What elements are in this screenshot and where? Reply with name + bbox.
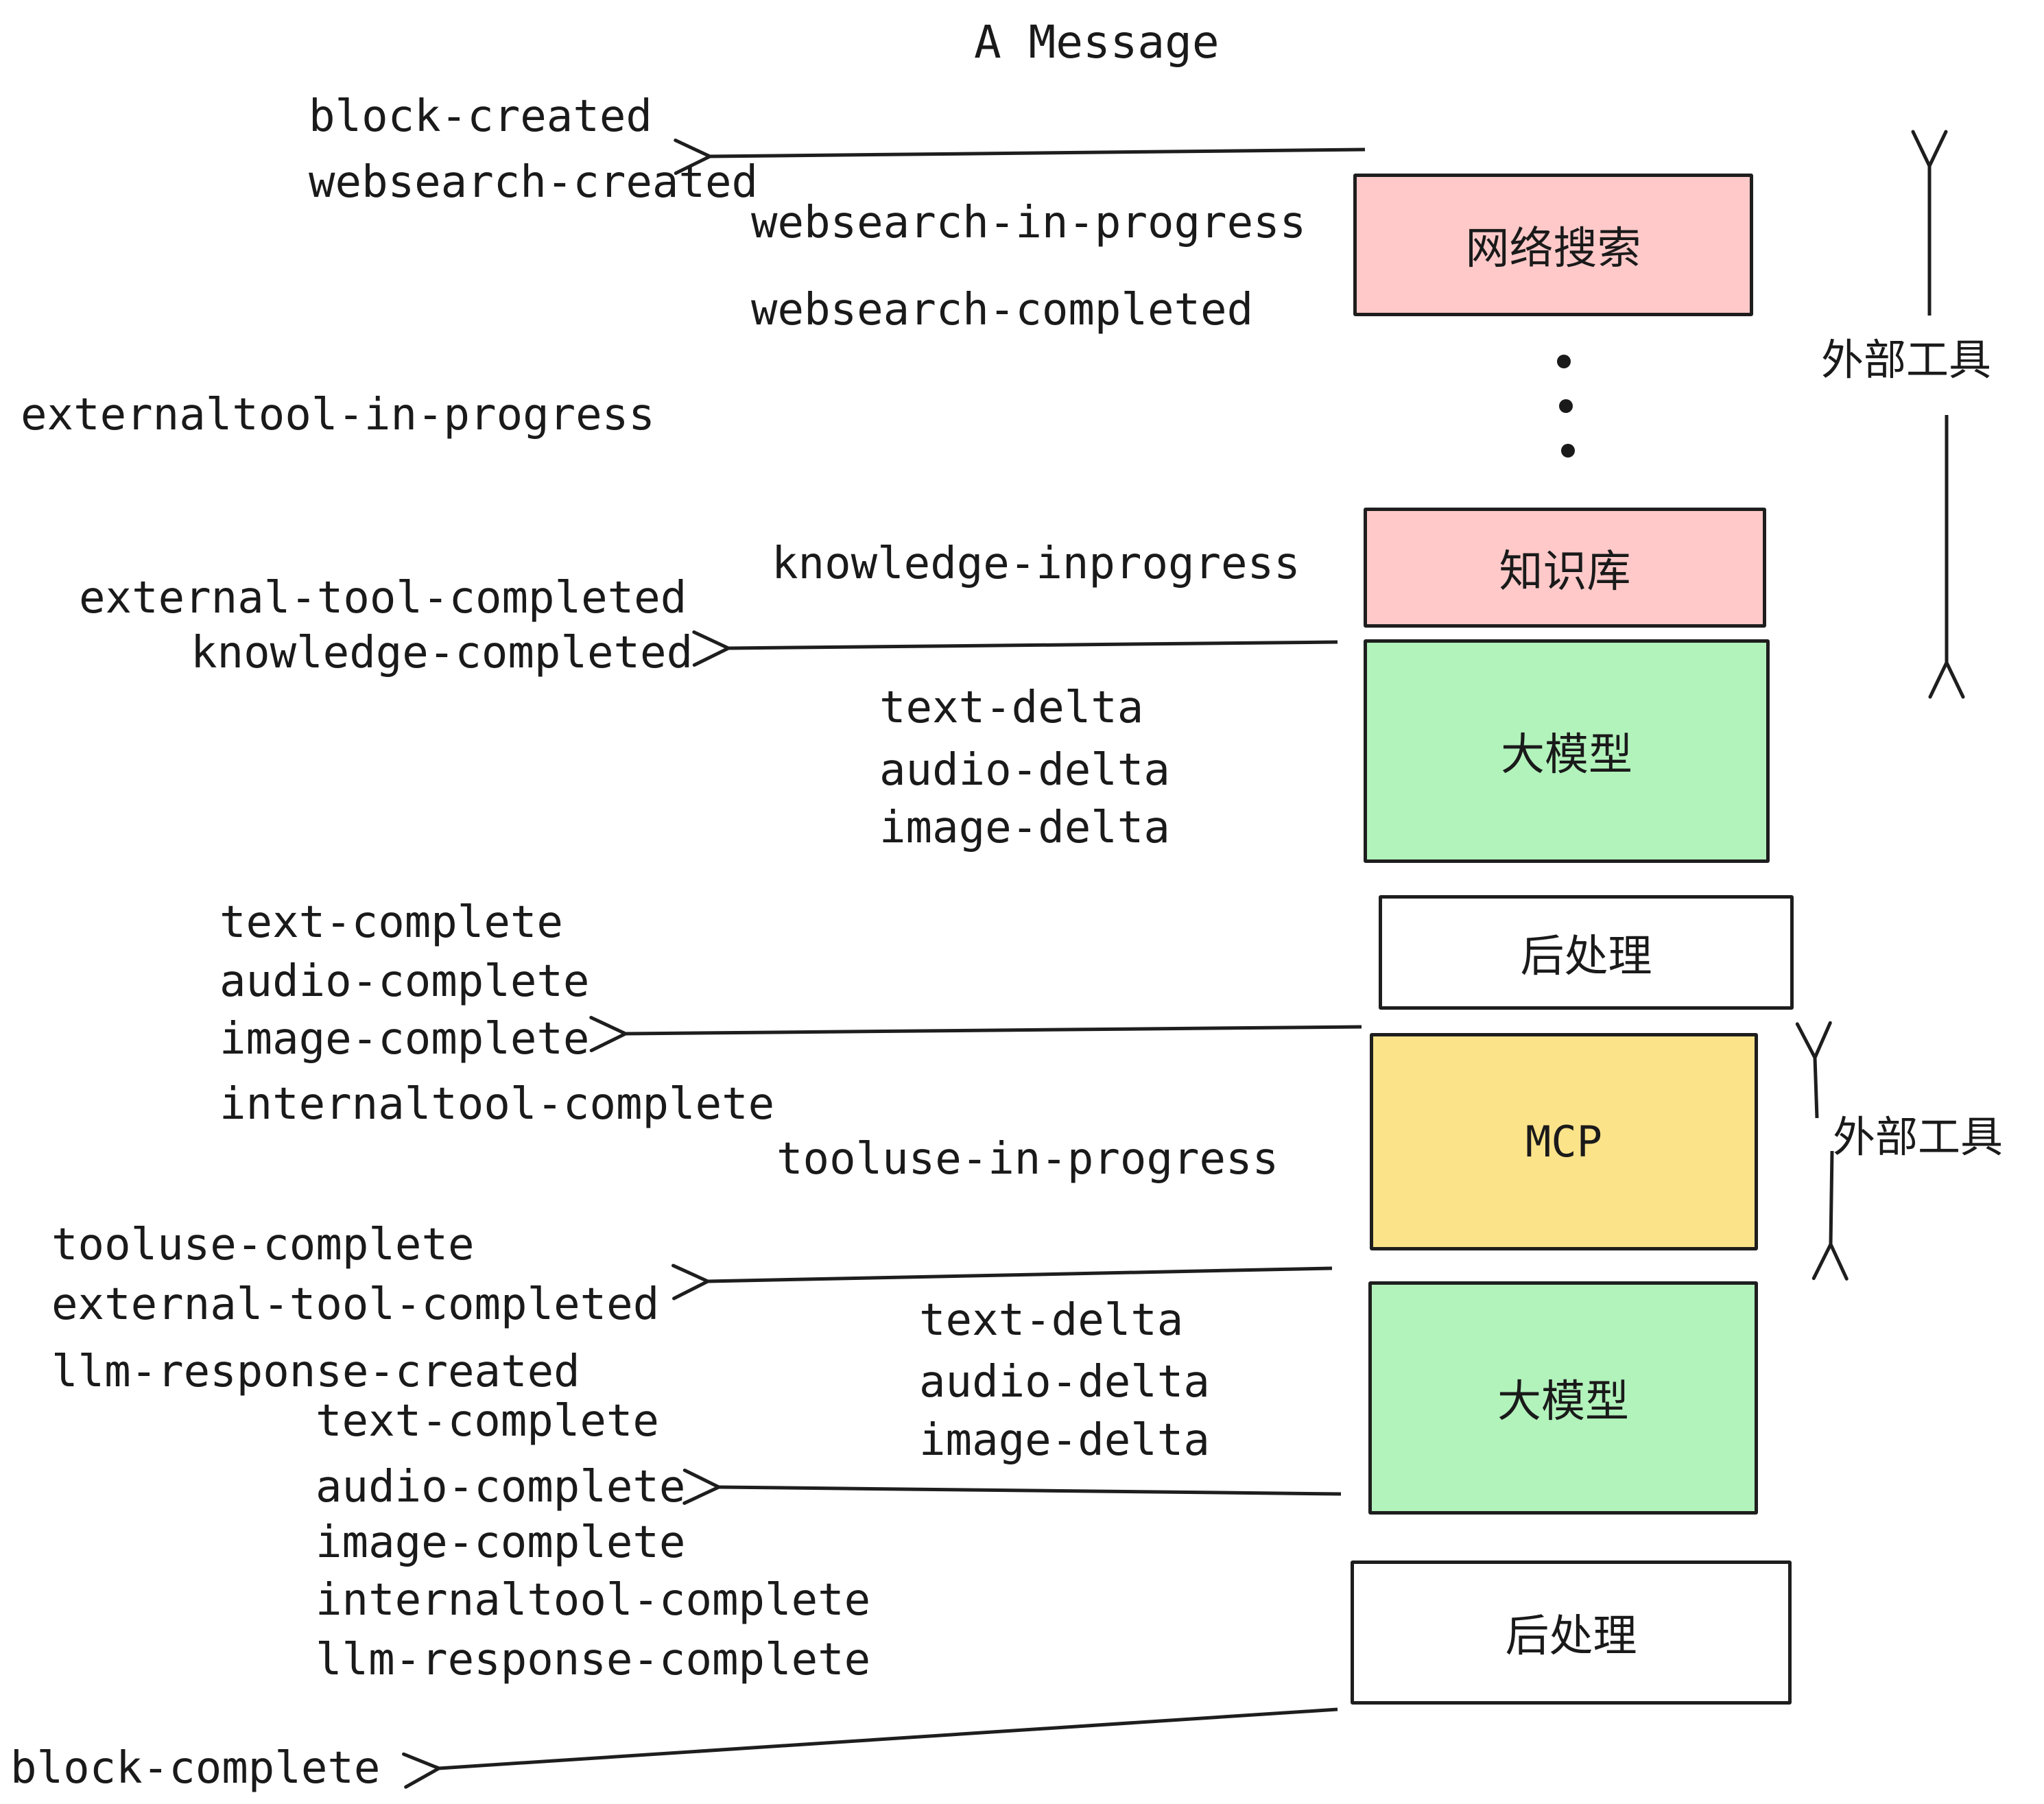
node-post-processing-2-label: 后处理	[1505, 1611, 1637, 1662]
node-post-processing-1-label: 后处理	[1520, 931, 1652, 982]
arrow-post1-to-image-complete	[589, 1015, 1362, 1052]
node-knowledge-label: 知识库	[1499, 546, 1631, 597]
event-websearch-created: websearch-created	[309, 157, 759, 208]
arrow-llm2-to-audio-complete	[682, 1468, 1342, 1505]
event-websearch-in-progress: websearch-in-progress	[751, 198, 1307, 248]
external-tools-label-1: 外部工具	[1821, 335, 1992, 385]
event-audio-delta-1: audio-delta	[879, 745, 1170, 796]
event-llm-response-complete: llm-response-complete	[316, 1635, 871, 1685]
event-text-delta-2: text-delta	[919, 1295, 1184, 1346]
node-llm-1: 大模型	[1364, 639, 1770, 863]
arrow-websearch-to-block-created	[674, 139, 1366, 176]
event-internaltool-complete-1: internaltool-complete	[219, 1079, 775, 1130]
event-audio-complete-2: audio-complete	[316, 1462, 686, 1512]
event-externaltool-in-progress: externaltool-in-progress	[21, 390, 655, 440]
event-audio-complete-1: audio-complete	[219, 956, 590, 1007]
ellipsis-dots	[1557, 355, 1575, 458]
event-image-delta-1: image-delta	[879, 803, 1170, 853]
event-websearch-completed: websearch-completed	[751, 285, 1254, 335]
event-knowledge-completed: knowledge-completed	[191, 628, 693, 678]
node-post-processing-2: 后处理	[1351, 1560, 1792, 1705]
event-text-complete-1: text-complete	[219, 897, 563, 948]
node-llm-2-label: 大模型	[1497, 1377, 1629, 1427]
node-knowledge: 知识库	[1364, 508, 1766, 628]
node-mcp-label: MCP	[1525, 1117, 1602, 1167]
event-external-tool-completed-2: external-tool-completed	[51, 1279, 660, 1330]
event-block-complete: block-complete	[10, 1743, 381, 1794]
event-external-tool-completed-1: external-tool-completed	[79, 573, 687, 624]
event-image-delta-2: image-delta	[919, 1415, 1210, 1466]
node-llm-2: 大模型	[1368, 1281, 1758, 1515]
node-websearch: 网络搜索	[1353, 174, 1753, 316]
event-text-complete-2: text-complete	[316, 1396, 659, 1447]
event-image-complete-1: image-complete	[219, 1014, 590, 1065]
event-audio-delta-2: audio-delta	[919, 1357, 1210, 1408]
event-image-complete-2: image-complete	[316, 1517, 686, 1568]
arrow-knowledge-to-knowledge-completed	[692, 630, 1338, 667]
node-post-processing-1: 后处理	[1379, 895, 1794, 1010]
diagram-title: A Message	[974, 16, 1220, 69]
external-tools-label-2: 外部工具	[1833, 1112, 2004, 1162]
external-tools-down-arrow-2	[1811, 1150, 1849, 1281]
external-tools-up-arrow-2	[1795, 1021, 1832, 1119]
node-mcp: MCP	[1370, 1033, 1758, 1250]
event-llm-response-created: llm-response-created	[51, 1346, 580, 1397]
node-llm-1-label: 大模型	[1501, 730, 1632, 781]
arrow-post2-to-block-complete	[402, 1707, 1338, 1789]
event-internaltool-complete-2: internaltool-complete	[316, 1575, 871, 1626]
event-block-created: block-created	[309, 91, 652, 142]
event-text-delta-1: text-delta	[879, 683, 1144, 733]
event-tooluse-in-progress: tooluse-in-progress	[776, 1134, 1279, 1185]
node-websearch-label: 网络搜索	[1465, 224, 1641, 274]
arrow-mcp-to-tooluse-complete	[672, 1263, 1333, 1301]
event-knowledge-inprogress: knowledge-inprogress	[772, 538, 1300, 589]
event-tooluse-complete: tooluse-complete	[51, 1220, 475, 1270]
